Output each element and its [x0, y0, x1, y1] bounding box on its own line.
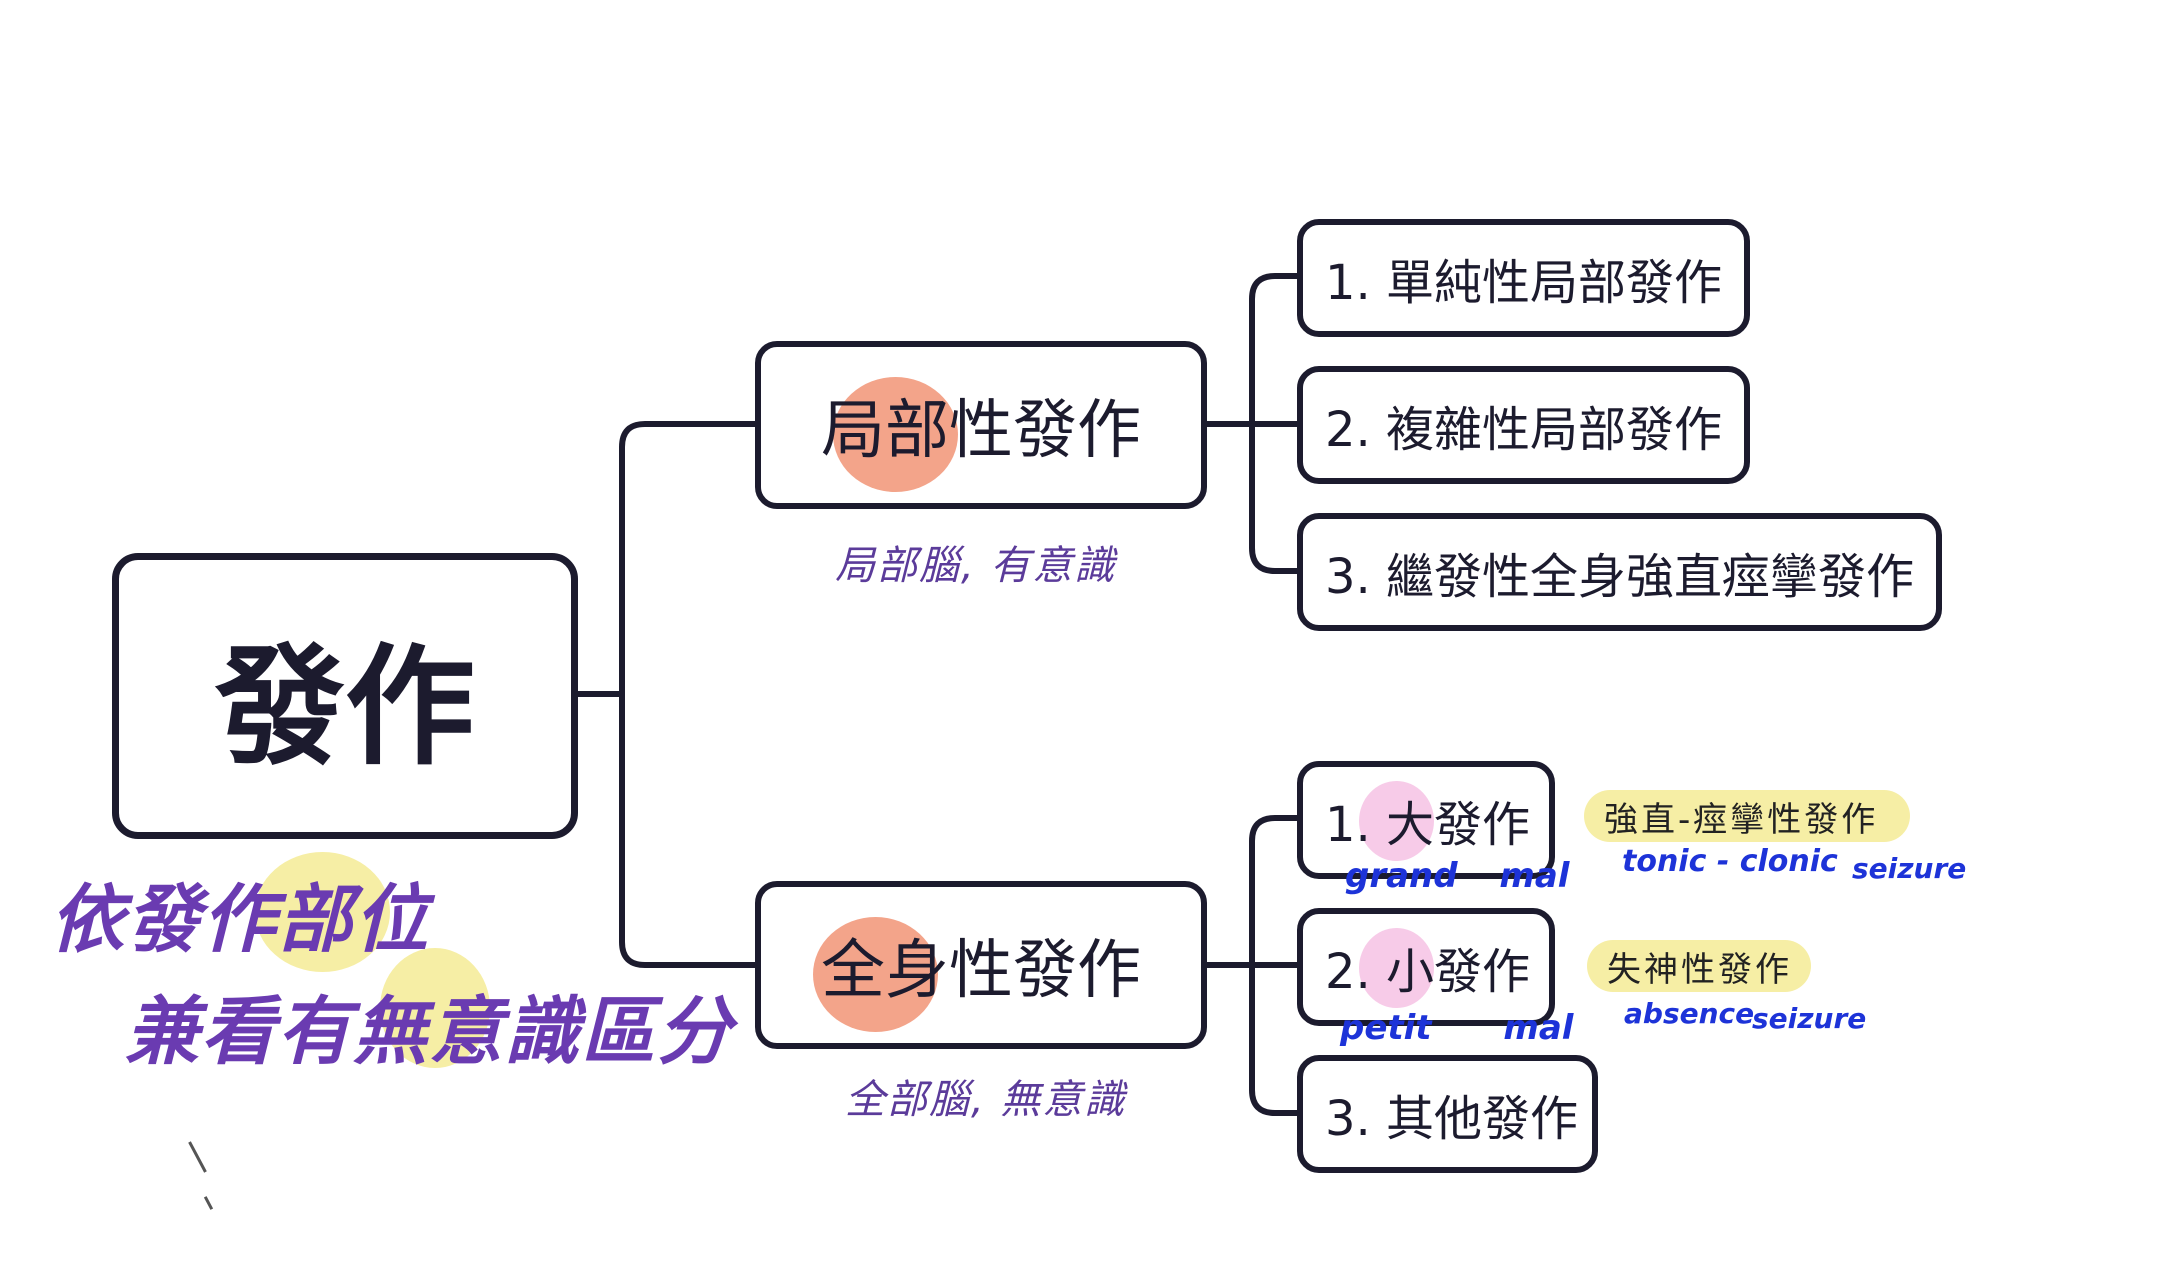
leaf-general-1: 1. 大發作	[1297, 761, 1555, 879]
leaf-general-2: 2. 小發作	[1297, 908, 1555, 1026]
leaf-partial-1: 1. 單純性局部發作	[1297, 219, 1750, 337]
leaf-partial-3: 3. 繼發性全身強直痙攣發作	[1297, 513, 1942, 631]
leaf-general-3: 3. 其他發作	[1297, 1055, 1598, 1173]
partial-note: 局部腦, 有意識	[835, 543, 1117, 589]
absence-seizure: seizure	[1752, 1002, 1867, 1035]
root-label: 發作	[214, 631, 475, 783]
highlight-partial	[833, 377, 958, 492]
annotation-line-2: 兼看有無意識區分	[125, 989, 733, 1075]
root-node: 發作	[112, 553, 578, 839]
tonic-clonic-seizure: seizure	[1852, 852, 1967, 885]
absence-highlight	[1587, 940, 1811, 992]
leaf-partial-1-label: 1. 單純性局部發作	[1325, 255, 1723, 311]
leaf-partial-2-label: 2. 複雜性局部發作	[1325, 402, 1723, 458]
leaf-general-3-label: 3. 其他發作	[1325, 1091, 1579, 1147]
leaf-partial-2: 2. 複雜性局部發作	[1297, 366, 1750, 484]
branch-general-label: 全身性發作	[821, 934, 1141, 1008]
absence-note-en: absence	[1624, 997, 1755, 1030]
leaf-general-1-label: 1. 大發作	[1325, 797, 1531, 853]
annotation-highlight-2	[380, 948, 490, 1068]
connector-trunk	[619, 421, 758, 968]
annotation-line-1: 依發作部位	[50, 877, 430, 963]
highlight-grand	[1359, 781, 1434, 861]
tonic-clonic-note-en: tonic - clonic	[1622, 844, 1838, 879]
tonic-clonic-note-zh: 強直-痙攣性發作	[1604, 800, 1879, 840]
branch-partial: 局部性發作	[755, 341, 1207, 509]
highlight-petit	[1359, 928, 1434, 1008]
general-note: 全部腦, 無意識	[845, 1077, 1127, 1123]
annotation-highlight-1	[255, 852, 390, 972]
tonic-clonic-highlight	[1584, 790, 1910, 842]
grand-mal-note: grand mal	[1345, 856, 1570, 896]
leaf-general-2-label: 2. 小發作	[1325, 944, 1531, 1000]
branch-partial-label: 局部性發作	[821, 394, 1141, 468]
leaf-partial-3-label: 3. 繼發性全身強直痙攣發作	[1325, 549, 1915, 605]
petit-mal-note: petit mal	[1340, 1008, 1574, 1048]
branch-general: 全身性發作	[755, 881, 1207, 1049]
highlight-general	[813, 917, 938, 1032]
absence-note-zh: 失神性發作	[1607, 950, 1792, 990]
